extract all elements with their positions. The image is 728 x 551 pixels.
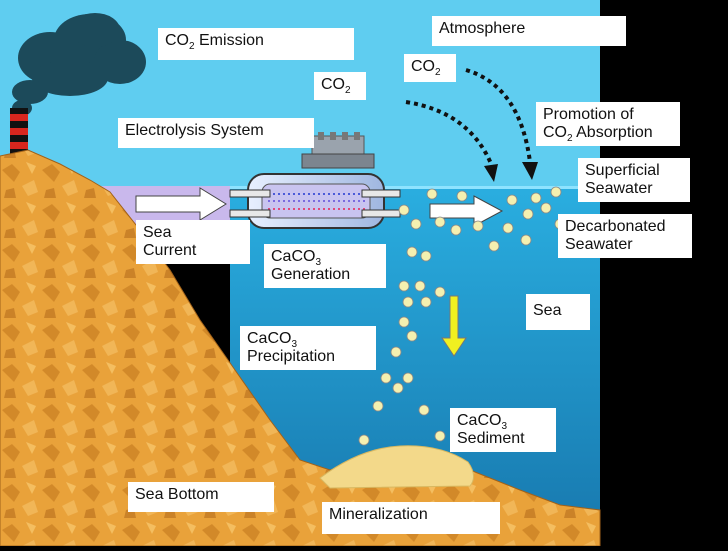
label-co2-a-pre: CO	[321, 76, 345, 93]
sea-surface	[230, 186, 600, 189]
label-co2-b: CO2	[404, 54, 456, 82]
label-co2-b-sub: 2	[435, 67, 441, 79]
label-caco3-precipitation-l1: CaCO3	[247, 330, 369, 351]
label-decarbonated-seawater: Decarbonated Seawater	[558, 214, 692, 258]
smokestack	[10, 108, 28, 156]
label-caco3-sediment: CaCO3 Sediment	[450, 408, 556, 452]
label-promotion-post: Absorption	[572, 124, 653, 141]
label-superficial-seawater: Superficial Seawater	[578, 158, 690, 202]
label-promotion-pre: CO	[543, 124, 567, 141]
label-sea-current: Sea Current	[136, 220, 250, 264]
precipitation-arrow	[441, 295, 467, 357]
label-co2-emission-sub: 2	[189, 41, 195, 53]
label-promotion-line1: Promotion of	[543, 106, 634, 123]
label-mineralization: Mineralization	[322, 502, 500, 534]
sediment-mound	[319, 445, 474, 489]
label-caco3-generation-pre: CaCO	[271, 248, 316, 265]
label-caco3-generation-l2: Generation	[271, 266, 351, 283]
label-electrolysis: Electrolysis System	[118, 118, 314, 148]
label-co2-emission-post: Emission	[194, 32, 264, 49]
label-promotion-line2: CO2 Absorption	[543, 124, 673, 145]
label-caco3-generation-sub: 3	[315, 257, 322, 269]
smoke-cloud	[12, 13, 146, 116]
label-caco3-generation: CaCO3 Generation	[264, 244, 386, 288]
label-co2-emission: CO2 Emission	[158, 28, 354, 60]
label-caco3-precipitation-sub: 3	[291, 339, 298, 351]
label-caco3-precipitation-pre: CaCO	[247, 330, 292, 347]
label-caco3-sediment-sub: 3	[501, 421, 508, 433]
right-margin	[600, 0, 728, 546]
label-co2-a-sub: 2	[345, 85, 351, 97]
label-sea: Sea	[526, 294, 590, 330]
sea-current-arrow	[135, 187, 227, 221]
label-sea-bottom: Sea Bottom	[128, 482, 274, 512]
label-atmosphere: Atmosphere	[432, 16, 626, 46]
co2-arrowhead-2	[522, 162, 538, 180]
co2-absorption-arrows	[405, 68, 532, 167]
label-promotion-sub: 2	[567, 133, 573, 145]
label-promotion: Promotion of CO2 Absorption	[536, 102, 680, 146]
label-caco3-sediment-l2: Sediment	[457, 430, 525, 447]
electrolysis-device	[229, 132, 401, 229]
label-caco3-precipitation: CaCO3 Precipitation	[240, 326, 376, 370]
co2-arrowhead-1	[484, 164, 498, 182]
label-co2-b-pre: CO	[411, 58, 435, 75]
label-co2-emission-pre: CO	[165, 32, 189, 49]
label-caco3-sediment-pre: CaCO	[457, 412, 502, 429]
label-caco3-sediment-l1: CaCO3	[457, 412, 549, 433]
label-caco3-precipitation-l2: Precipitation	[247, 348, 336, 365]
label-co2-a: CO2	[314, 72, 366, 100]
caco3-particles	[358, 186, 566, 446]
label-caco3-generation-l1: CaCO3	[271, 248, 379, 269]
